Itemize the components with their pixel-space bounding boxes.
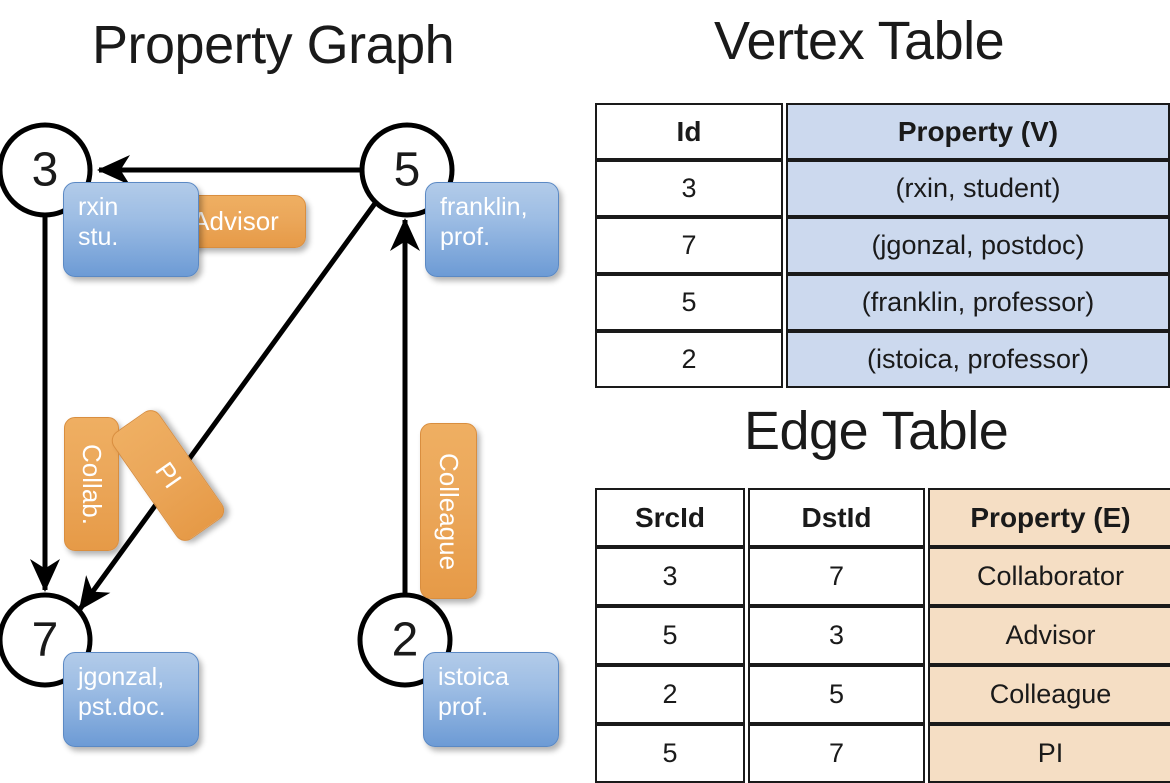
graph-vertex-property-3-line2: stu. bbox=[78, 223, 119, 251]
graph-vertex-property-7[interactable]: jgonzal, pst.doc. bbox=[63, 652, 199, 747]
table-row[interactable]: 3 (rxin, student) bbox=[595, 160, 1170, 217]
edge-table-cell-srcid: 5 bbox=[595, 606, 745, 665]
graph-vertex-property-5[interactable]: franklin, prof. bbox=[425, 182, 559, 277]
vertex-table-cell-property: (rxin, student) bbox=[786, 160, 1170, 217]
vertex-table-cell-property: (jgonzal, postdoc) bbox=[786, 217, 1170, 274]
graph-vertex-property-2[interactable]: istoica prof. bbox=[423, 652, 559, 747]
vertex-table-header-row: Id Property (V) bbox=[595, 103, 1170, 160]
page-title-vertex-table: Vertex Table bbox=[714, 11, 1005, 71]
edge-table-cell-property: Advisor bbox=[928, 606, 1170, 665]
edge-table-cell-dstid: 7 bbox=[748, 547, 925, 606]
graph-edge-label-collab[interactable]: Collab. bbox=[64, 417, 119, 551]
graph-node-label-7: 7 bbox=[32, 614, 59, 667]
edge-table-cell-property: Colleague bbox=[928, 665, 1170, 724]
property-graph-diagram: 3 5 7 2 Advisor Collab. PI Colleague rxi… bbox=[0, 90, 585, 760]
graph-node-label-2: 2 bbox=[392, 614, 419, 667]
table-row[interactable]: 2 5 Colleague bbox=[595, 665, 1170, 724]
edge-table-cell-srcid: 3 bbox=[595, 547, 745, 606]
vertex-table-header-property: Property (V) bbox=[786, 103, 1170, 160]
vertex-table-cell-id: 2 bbox=[595, 331, 783, 388]
graph-node-label-3: 3 bbox=[32, 144, 59, 197]
table-row[interactable]: 5 7 PI bbox=[595, 724, 1170, 783]
table-row[interactable]: 5 3 Advisor bbox=[595, 606, 1170, 665]
edge-table: SrcId DstId Property (E) 3 7 Collaborato… bbox=[592, 488, 1170, 783]
graph-vertex-property-2-line2: prof. bbox=[438, 693, 489, 721]
page-title-property-graph: Property Graph bbox=[92, 15, 455, 75]
page-title-edge-table: Edge Table bbox=[744, 401, 1009, 461]
vertex-table-cell-property: (franklin, professor) bbox=[786, 274, 1170, 331]
edge-table-header-row: SrcId DstId Property (E) bbox=[595, 488, 1170, 547]
graph-edge-label-colleague-text: Colleague bbox=[434, 452, 464, 570]
edge-table-cell-srcid: 5 bbox=[595, 724, 745, 783]
graph-vertex-property-5-line1: franklin, bbox=[440, 193, 528, 221]
graph-vertex-property-7-line2: pst.doc. bbox=[78, 693, 166, 721]
graph-vertex-property-7-line1: jgonzal, bbox=[78, 663, 165, 691]
vertex-table-cell-id: 3 bbox=[595, 160, 783, 217]
graph-vertex-property-5-line2: prof. bbox=[440, 223, 491, 251]
graph-edge-label-pi-text: PI bbox=[149, 456, 188, 494]
graph-edge-label-colleague[interactable]: Colleague bbox=[420, 423, 477, 599]
vertex-table-header-id: Id bbox=[595, 103, 783, 160]
edge-table-cell-dstid: 7 bbox=[748, 724, 925, 783]
edge-table-cell-srcid: 2 bbox=[595, 665, 745, 724]
edge-table-cell-dstid: 3 bbox=[748, 606, 925, 665]
vertex-table-cell-property: (istoica, professor) bbox=[786, 331, 1170, 388]
edge-table-cell-dstid: 5 bbox=[748, 665, 925, 724]
table-row[interactable]: 3 7 Collaborator bbox=[595, 547, 1170, 606]
table-row[interactable]: 5 (franklin, professor) bbox=[595, 274, 1170, 331]
graph-edge-label-collab-text: Collab. bbox=[77, 443, 107, 525]
graph-edge-label-advisor-text: Advisor bbox=[192, 206, 279, 236]
graph-vertex-property-2-line1: istoica bbox=[438, 663, 509, 691]
edge-table-cell-property: Collaborator bbox=[928, 547, 1170, 606]
graph-vertex-property-3-line1: rxin bbox=[78, 193, 119, 221]
edge-table-header-srcid: SrcId bbox=[595, 488, 745, 547]
edge-table-header-dstid: DstId bbox=[748, 488, 925, 547]
vertex-table: Id Property (V) 3 (rxin, student) 7 (jgo… bbox=[592, 103, 1170, 388]
vertex-table-cell-id: 5 bbox=[595, 274, 783, 331]
vertex-table-cell-id: 7 bbox=[595, 217, 783, 274]
edge-table-header-property: Property (E) bbox=[928, 488, 1170, 547]
edge-table-cell-property: PI bbox=[928, 724, 1170, 783]
graph-node-label-5: 5 bbox=[394, 144, 421, 197]
graph-vertex-property-3[interactable]: rxin stu. bbox=[63, 182, 199, 277]
graph-edge-5-7 bbox=[77, 200, 379, 611]
table-row[interactable]: 7 (jgonzal, postdoc) bbox=[595, 217, 1170, 274]
table-row[interactable]: 2 (istoica, professor) bbox=[595, 331, 1170, 388]
